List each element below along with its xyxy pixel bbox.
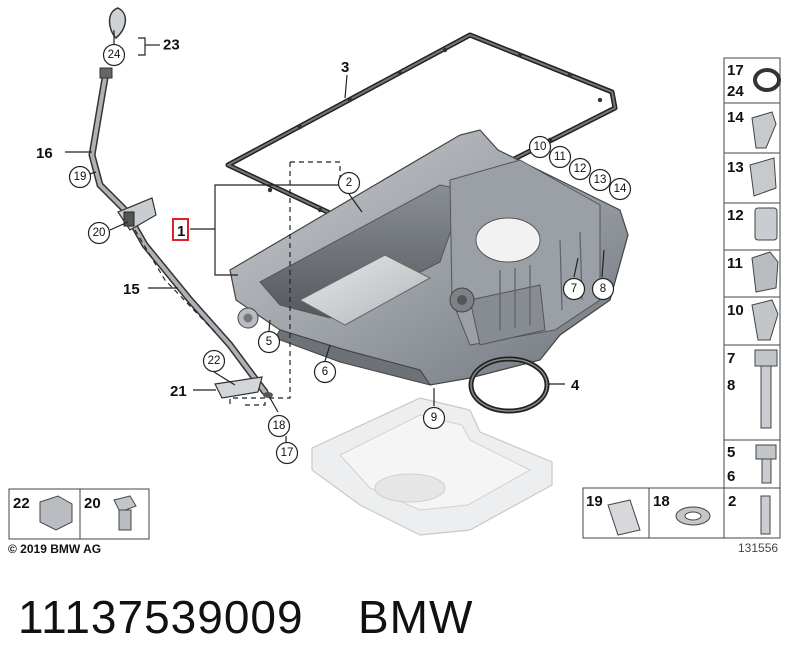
callout-13: 13 bbox=[588, 168, 612, 192]
svg-text:7: 7 bbox=[571, 283, 577, 295]
legend-left: 22 20 bbox=[8, 488, 150, 540]
brand-name: BMW bbox=[358, 591, 474, 643]
clip-11-icon bbox=[751, 251, 779, 293]
bushing-12-icon bbox=[754, 207, 778, 241]
svg-text:19: 19 bbox=[586, 493, 603, 510]
lower-pan-ghost bbox=[311, 397, 553, 536]
sealing-ring bbox=[468, 356, 550, 414]
svg-text:9: 9 bbox=[431, 412, 437, 424]
sleeve-13-icon bbox=[749, 157, 777, 197]
stud-2-icon bbox=[760, 495, 771, 535]
label-21: 21 bbox=[170, 383, 187, 400]
svg-text:12: 12 bbox=[727, 207, 744, 224]
callout-9: 9 bbox=[422, 406, 446, 430]
svg-text:14: 14 bbox=[614, 183, 627, 195]
callout-5: 5 bbox=[257, 330, 281, 354]
svg-text:2: 2 bbox=[346, 177, 352, 189]
gasket-ring-icon bbox=[753, 68, 781, 92]
label-4: 4 bbox=[571, 377, 580, 394]
insert-10-icon bbox=[751, 299, 779, 341]
callout-labels: 1 3 4 15 16 21 23 bbox=[36, 37, 580, 401]
svg-text:5: 5 bbox=[727, 444, 735, 461]
svg-text:6: 6 bbox=[727, 468, 735, 485]
svg-text:22: 22 bbox=[208, 355, 221, 367]
bolt-20-icon bbox=[113, 495, 137, 531]
legend-bottom: 19 18 2 bbox=[582, 487, 781, 539]
callout-11: 11 bbox=[548, 145, 572, 169]
highlight-box-1 bbox=[172, 218, 189, 241]
legend-right: 17 24 14 13 12 11 10 7 8 5 6 bbox=[723, 57, 781, 524]
callout-10: 10 bbox=[528, 135, 552, 159]
circled-callouts: 24 19 20 22 18 17 2 5 6 9 7 8 10 11 12 1… bbox=[68, 43, 632, 465]
label-15: 15 bbox=[123, 281, 140, 298]
copyright-note: © 2019 BMW AG bbox=[8, 542, 102, 556]
callout-18: 18 bbox=[267, 414, 291, 438]
callout-6: 6 bbox=[313, 360, 337, 384]
svg-text:20: 20 bbox=[84, 495, 101, 512]
svg-text:17: 17 bbox=[727, 62, 744, 79]
svg-text:24: 24 bbox=[108, 49, 121, 61]
svg-text:14: 14 bbox=[727, 109, 744, 126]
svg-text:17: 17 bbox=[281, 447, 294, 459]
callout-8: 8 bbox=[591, 277, 615, 301]
svg-text:7: 7 bbox=[727, 350, 735, 367]
label-23: 23 bbox=[163, 37, 180, 54]
svg-text:18: 18 bbox=[273, 420, 286, 432]
bolt-long-icon bbox=[754, 349, 778, 429]
label-16: 16 bbox=[36, 145, 53, 162]
oil-pan bbox=[229, 129, 629, 386]
dipstick-assembly bbox=[88, 7, 273, 399]
svg-text:8: 8 bbox=[600, 283, 606, 295]
label-3: 3 bbox=[341, 59, 349, 76]
svg-text:18: 18 bbox=[653, 493, 670, 510]
svg-text:10: 10 bbox=[534, 141, 547, 153]
svg-text:8: 8 bbox=[727, 377, 735, 394]
callout-7: 7 bbox=[562, 277, 586, 301]
svg-text:13: 13 bbox=[594, 174, 607, 186]
callout-24: 24 bbox=[102, 43, 126, 67]
svg-text:10: 10 bbox=[727, 302, 744, 319]
svg-text:13: 13 bbox=[727, 159, 744, 176]
svg-text:22: 22 bbox=[13, 495, 30, 512]
label-1: 1 bbox=[177, 223, 185, 240]
svg-text:12: 12 bbox=[574, 163, 587, 175]
part-number: 11137539009 bbox=[18, 591, 304, 643]
hex-nut-icon bbox=[39, 495, 73, 531]
sleeve-14-icon bbox=[751, 111, 777, 149]
svg-text:19: 19 bbox=[74, 171, 87, 183]
callout-17: 17 bbox=[275, 441, 299, 465]
callout-19: 19 bbox=[68, 165, 92, 189]
clip-19-icon bbox=[607, 499, 641, 536]
bolt-short-icon bbox=[755, 444, 777, 484]
svg-text:2: 2 bbox=[728, 493, 736, 510]
svg-text:6: 6 bbox=[322, 366, 328, 378]
drawing-id: 131556 bbox=[738, 541, 779, 555]
leader-lines bbox=[65, 30, 605, 442]
svg-text:24: 24 bbox=[727, 83, 744, 100]
callout-12: 12 bbox=[568, 157, 592, 181]
svg-text:20: 20 bbox=[93, 227, 106, 239]
callout-22: 22 bbox=[202, 349, 226, 373]
svg-text:5: 5 bbox=[266, 336, 272, 348]
callout-2: 2 bbox=[337, 171, 361, 195]
callout-20: 20 bbox=[87, 221, 111, 245]
svg-text:11: 11 bbox=[727, 255, 743, 272]
svg-text:11: 11 bbox=[554, 151, 566, 163]
callout-14: 14 bbox=[608, 177, 632, 201]
